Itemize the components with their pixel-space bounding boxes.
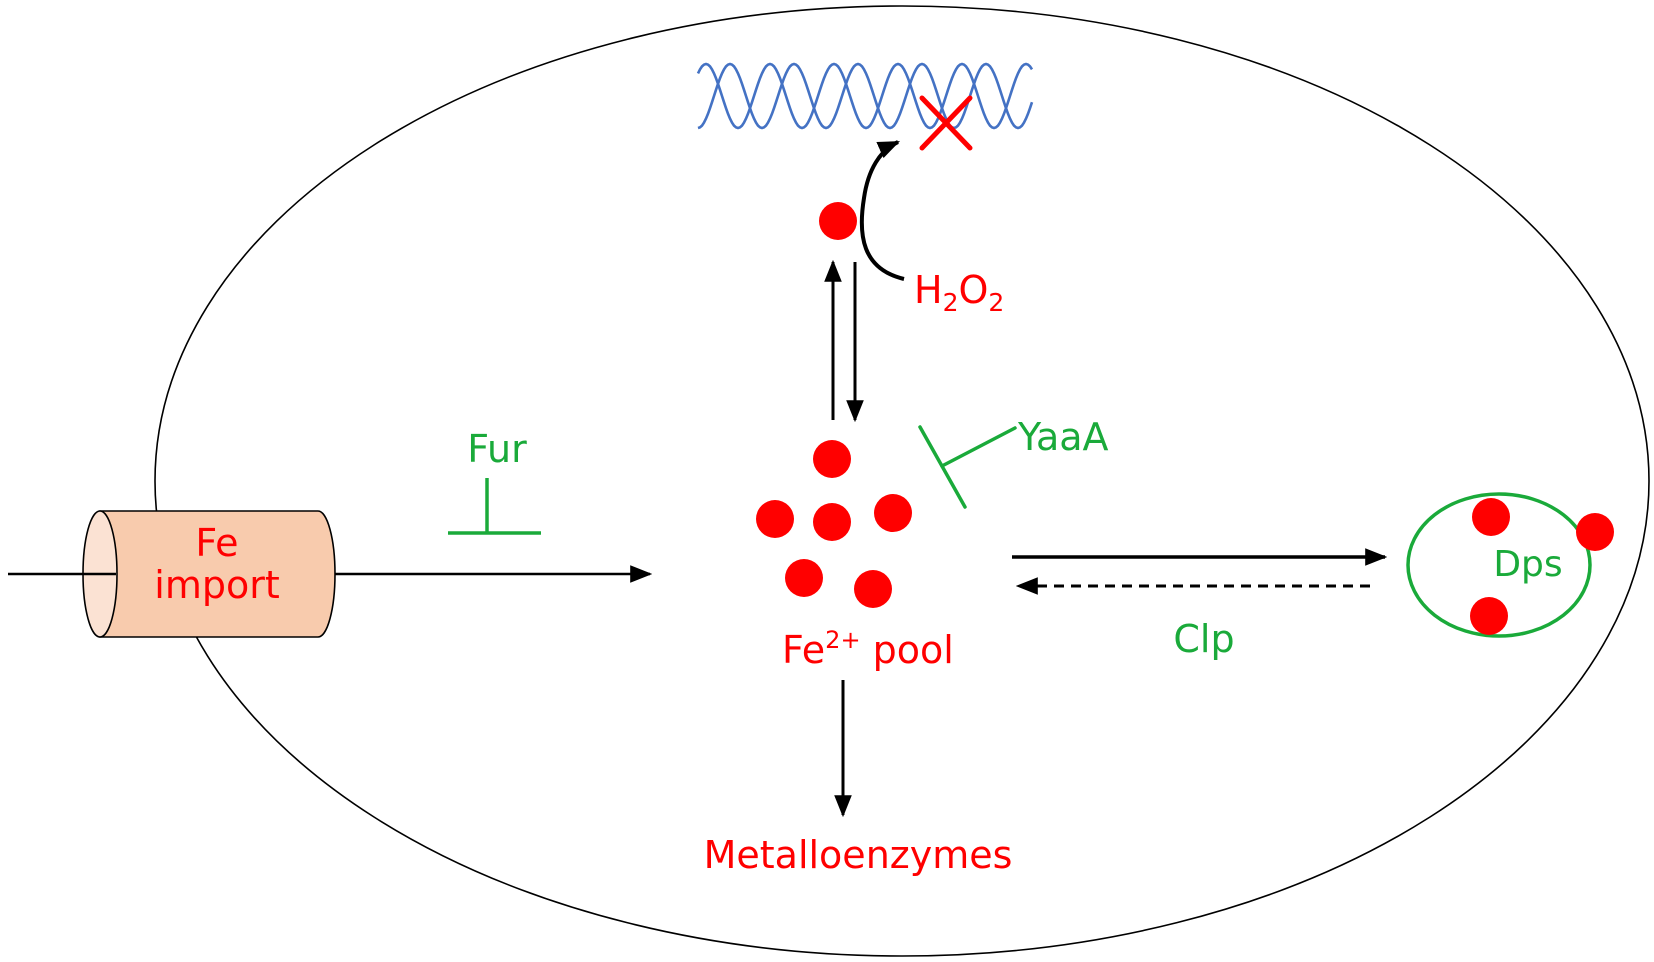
fur-label: Fur (467, 427, 527, 471)
yaaa-label: YaaA (1017, 415, 1109, 459)
dna-strand-1 (697, 62, 1034, 130)
fe-import-label-line2: import (154, 563, 279, 607)
fenton-curved-arrow (859, 140, 905, 281)
metalloenzymes-label: Metalloenzymes (704, 833, 1013, 877)
iron-atom (1576, 513, 1614, 551)
iron-atom (854, 570, 892, 608)
dna-damage-cross (919, 95, 973, 151)
iron-atom (813, 440, 851, 478)
iron-atom (756, 500, 794, 538)
dps-bound-iron (1470, 498, 1614, 635)
iron-atom (1470, 597, 1508, 635)
dna-helix (696, 62, 1034, 130)
iron-atom (813, 503, 851, 541)
iron-atom (1472, 498, 1510, 536)
iron-pool-atoms (756, 440, 912, 608)
dps-sphere (1406, 492, 1592, 638)
yaaa-inhibition-symbol (918, 425, 1017, 509)
fur-repression-symbol (448, 478, 541, 535)
iron-atom (785, 559, 823, 597)
dps-label: Dps (1493, 544, 1562, 585)
fe-import-label-line1: Fe (195, 521, 238, 565)
fe-pool-label: Fe2+ pool (782, 626, 954, 672)
dna-strand-2 (696, 62, 1034, 130)
free-iron-atom (819, 202, 857, 240)
cell-membrane (154, 5, 1650, 957)
h2o2-label: H2O2 (914, 268, 1004, 317)
clp-label: Clp (1173, 617, 1234, 661)
iron-atom (874, 494, 912, 532)
